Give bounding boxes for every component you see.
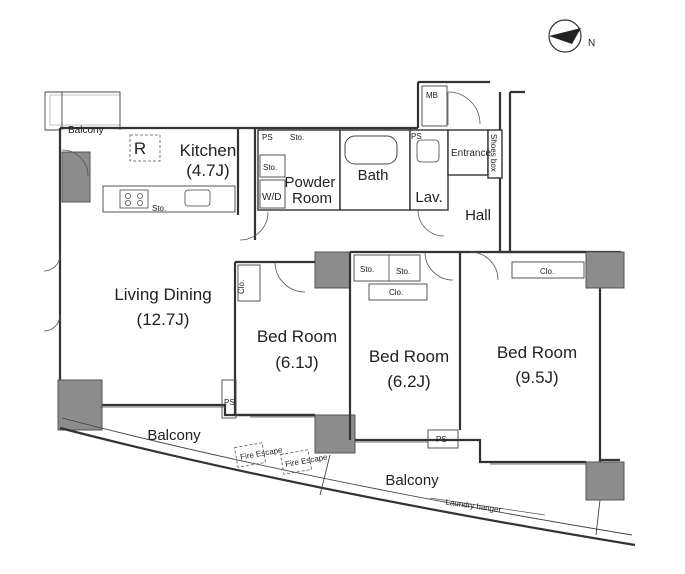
- bed2-closet: [368, 283, 428, 301]
- bed3-closet: [511, 261, 585, 279]
- laundry-label: Laundry hanger: [445, 498, 502, 515]
- balcony-door: [61, 149, 89, 177]
- sto-space: [259, 154, 286, 178]
- shoes-label: Shoes box: [489, 134, 498, 172]
- living-door: [239, 211, 269, 241]
- clo-label: Clo.: [237, 280, 246, 294]
- hall-label: Hall: [465, 207, 491, 224]
- sto-label-3: Sto.: [360, 265, 374, 274]
- bed2-name: Bed Room: [369, 347, 449, 366]
- fire-escape-hatch: Fire Escape: [234, 442, 284, 468]
- mb-box: [421, 85, 448, 127]
- bed3-name: Bed Room: [497, 343, 577, 362]
- bath-label: Bath: [358, 167, 389, 184]
- refrigerator-label: R: [134, 139, 146, 158]
- sto-label-4: Sto.: [396, 267, 410, 276]
- ps-label: PS: [262, 133, 273, 142]
- lav-door: [417, 209, 445, 237]
- bed1-closet: [237, 264, 261, 302]
- svg-text:Fire Escape: Fire Escape: [284, 452, 328, 468]
- entrance-block: [447, 129, 489, 176]
- living-name: Living Dining: [114, 285, 211, 304]
- kitchen-sto-label: Sto.: [152, 204, 166, 213]
- pillar: [57, 379, 103, 431]
- kitchen-name: Kitchen: [180, 141, 237, 160]
- balcony-left-label: Balcony: [147, 427, 201, 444]
- bed1-name: Bed Room: [257, 327, 337, 346]
- bed2-door: [424, 251, 454, 281]
- compass-icon: N: [548, 19, 595, 53]
- bed-sto-block: [353, 254, 421, 282]
- bed2-size: (6.2J): [387, 372, 430, 391]
- bed1-size: (6.1J): [275, 353, 318, 372]
- window: [43, 314, 61, 332]
- pillar: [314, 414, 356, 454]
- powder-label: Powder Room: [284, 174, 339, 207]
- entrance-label: Entrance: [451, 148, 491, 159]
- kitchen-size: (4.7J): [186, 161, 229, 180]
- ps-label-3: PS: [224, 398, 235, 407]
- ps-label-2: PS: [411, 132, 422, 141]
- bed1-door: [274, 261, 306, 293]
- balcony-right-label: Balcony: [385, 472, 439, 489]
- lav-label: Lav.: [415, 189, 442, 206]
- wd-space: [259, 179, 286, 209]
- balcony-edge: [59, 426, 636, 547]
- mb-label: MB: [426, 91, 438, 100]
- lav-block: [409, 129, 449, 211]
- bed3-size: (9.5J): [515, 368, 558, 387]
- pillar: [585, 461, 625, 501]
- ps-box: [221, 379, 237, 419]
- bath-block: [339, 129, 411, 211]
- clo-label-3: Clo.: [540, 267, 554, 276]
- balcony-top-label: Balcony: [68, 125, 104, 136]
- window: [43, 254, 61, 272]
- compass-letter: N: [588, 38, 595, 49]
- range-hood: [129, 134, 161, 162]
- svg-text:Fire Escape: Fire Escape: [239, 445, 283, 461]
- kitchen-counter: [102, 185, 236, 213]
- powder-line: Room: [292, 190, 332, 207]
- shoes-box: [487, 129, 503, 179]
- ps-box-2: [427, 429, 459, 449]
- pillar: [585, 251, 625, 289]
- pillar: [61, 151, 91, 203]
- pillar: [314, 251, 351, 289]
- clo-label-2: Clo.: [389, 288, 403, 297]
- wd-label: W/D: [262, 192, 281, 203]
- bed3-door: [469, 251, 499, 281]
- living-size: (12.7J): [137, 310, 190, 329]
- ps-label-4: PS: [436, 435, 447, 444]
- sto-label-2: Sto.: [290, 133, 304, 142]
- sto-label: Sto.: [263, 163, 277, 172]
- powder-line: Powder: [284, 174, 335, 191]
